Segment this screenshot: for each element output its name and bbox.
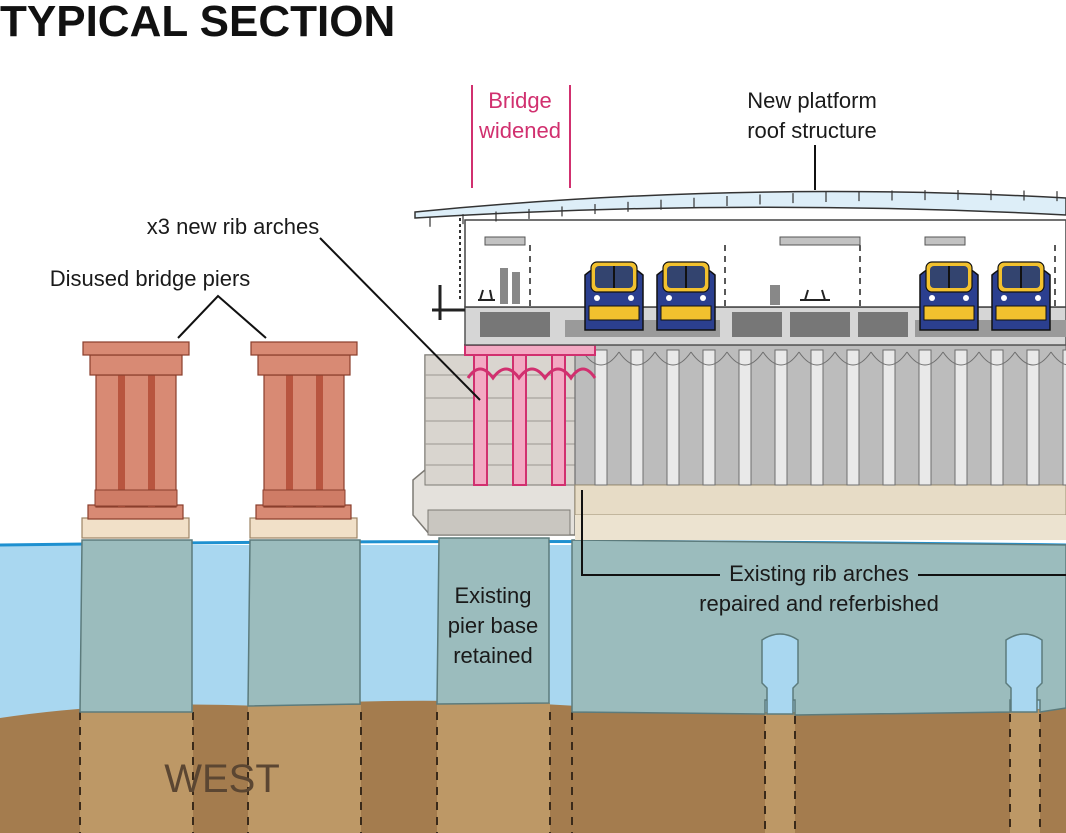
foundation-dashes xyxy=(79,712,1041,833)
train-front xyxy=(584,261,644,331)
new-roof-label-line1: New platform xyxy=(747,88,877,113)
pile-shafts xyxy=(761,633,1043,715)
disused-piers-label: Disused bridge piers xyxy=(50,266,251,291)
foundation-columns xyxy=(80,703,1040,833)
callout-lines xyxy=(177,85,1066,576)
submerged-pier-bases xyxy=(79,537,1066,716)
train-front xyxy=(656,261,716,331)
platform-roof xyxy=(414,190,1066,320)
existing-rib-arches-label-line1: Existing rib arches xyxy=(729,561,909,586)
pier-base-label-line2: pier base xyxy=(448,613,539,638)
train-front xyxy=(919,261,979,331)
existing-arch-base xyxy=(571,539,1066,716)
bridge-widened-label-line2: widened xyxy=(478,118,561,143)
pier-base-label-line3: retained xyxy=(453,643,533,668)
disused-pier-right xyxy=(249,341,358,539)
existing-rib-columns xyxy=(582,349,1066,486)
existing-rib-arches-label-line2: repaired and referbished xyxy=(699,591,939,616)
bridge-widened-label-line1: Bridge xyxy=(488,88,552,113)
disused-pier-left xyxy=(81,341,190,539)
new-roof-label-line2: roof structure xyxy=(747,118,877,143)
trains xyxy=(584,261,1051,331)
train-front xyxy=(991,261,1051,331)
new-rib-arches-label: x3 new rib arches xyxy=(147,214,319,239)
pier-base-label-line1: Existing xyxy=(454,583,531,608)
diagram-title: TYPICAL SECTION xyxy=(0,0,395,46)
west-label: WEST xyxy=(164,757,280,801)
stone-abutment xyxy=(412,354,576,536)
